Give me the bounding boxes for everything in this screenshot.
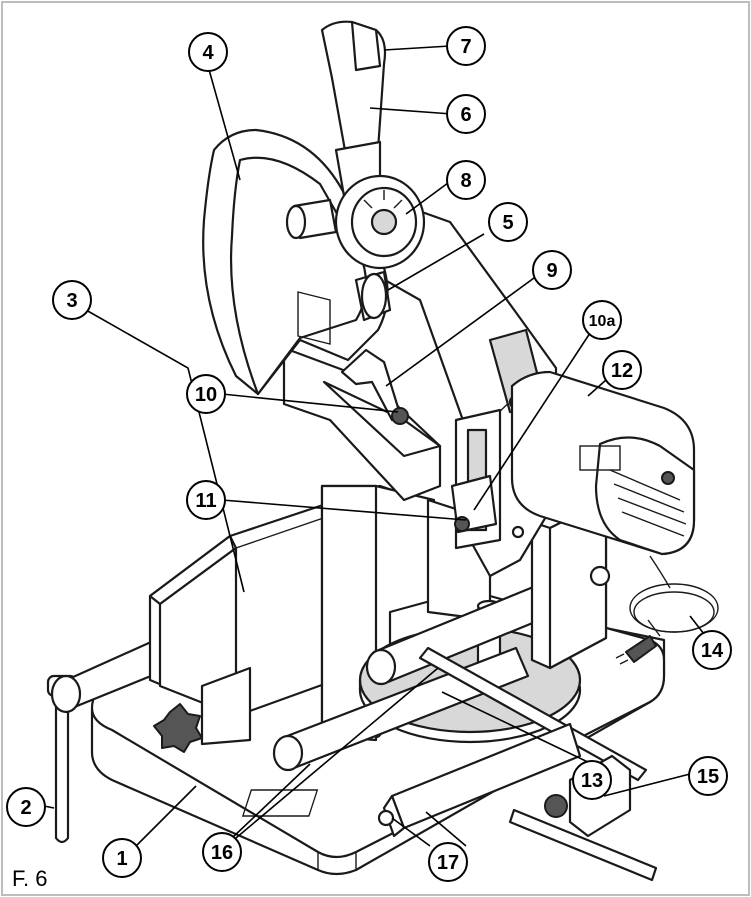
motor bbox=[510, 370, 696, 556]
vice-block bbox=[200, 666, 252, 746]
figure-label: F. 6 bbox=[12, 866, 47, 891]
svg-text:5: 5 bbox=[502, 212, 513, 234]
callout-17: 17 bbox=[428, 842, 468, 882]
callout-11: 11 bbox=[186, 480, 226, 520]
svg-text:17: 17 bbox=[437, 852, 459, 874]
vice-knob bbox=[153, 703, 203, 753]
svg-text:7: 7 bbox=[460, 36, 471, 58]
callout-10a: 10a bbox=[582, 300, 622, 340]
cover-knob bbox=[285, 198, 338, 240]
svg-text:11: 11 bbox=[195, 490, 216, 512]
callout-6: 6 bbox=[446, 94, 486, 134]
blade-guide-lever bbox=[340, 348, 409, 425]
blade-guide-10a bbox=[450, 474, 498, 534]
callout-9: 9 bbox=[532, 250, 572, 290]
callout-8: 8 bbox=[446, 160, 486, 200]
svg-text:2: 2 bbox=[20, 797, 31, 819]
clamp-bar bbox=[377, 722, 582, 838]
power-cable bbox=[615, 555, 719, 665]
svg-text:13: 13 bbox=[581, 770, 603, 792]
callout-5: 5 bbox=[488, 202, 528, 242]
callout-14: 14 bbox=[692, 630, 732, 670]
svg-text:10: 10 bbox=[195, 384, 217, 406]
svg-text:14: 14 bbox=[701, 640, 724, 662]
svg-text:3: 3 bbox=[66, 290, 77, 312]
callout-10: 10 bbox=[186, 374, 226, 414]
svg-text:10a: 10a bbox=[589, 313, 616, 330]
callout-12: 12 bbox=[602, 350, 642, 390]
callout-15: 15 bbox=[688, 756, 728, 796]
svg-text:16: 16 bbox=[211, 842, 233, 864]
svg-text:9: 9 bbox=[546, 260, 557, 282]
svg-text:1: 1 bbox=[116, 848, 127, 870]
clamp-lever bbox=[354, 270, 392, 322]
callout-1: 1 bbox=[102, 838, 142, 878]
svg-text:4: 4 bbox=[202, 42, 214, 64]
svg-text:6: 6 bbox=[460, 104, 471, 126]
callout-13: 13 bbox=[572, 760, 612, 800]
callout-2: 2 bbox=[6, 787, 46, 827]
callout-7: 7 bbox=[446, 26, 486, 66]
callout-3: 3 bbox=[52, 280, 92, 320]
leader-lines bbox=[33, 45, 705, 847]
callout-16: 16 bbox=[202, 832, 242, 872]
svg-text:15: 15 bbox=[697, 766, 719, 788]
tension-dial bbox=[334, 174, 426, 270]
pivot-column bbox=[530, 492, 611, 670]
svg-text:8: 8 bbox=[460, 170, 471, 192]
callout-4: 4 bbox=[188, 32, 228, 72]
svg-text:12: 12 bbox=[611, 360, 633, 382]
